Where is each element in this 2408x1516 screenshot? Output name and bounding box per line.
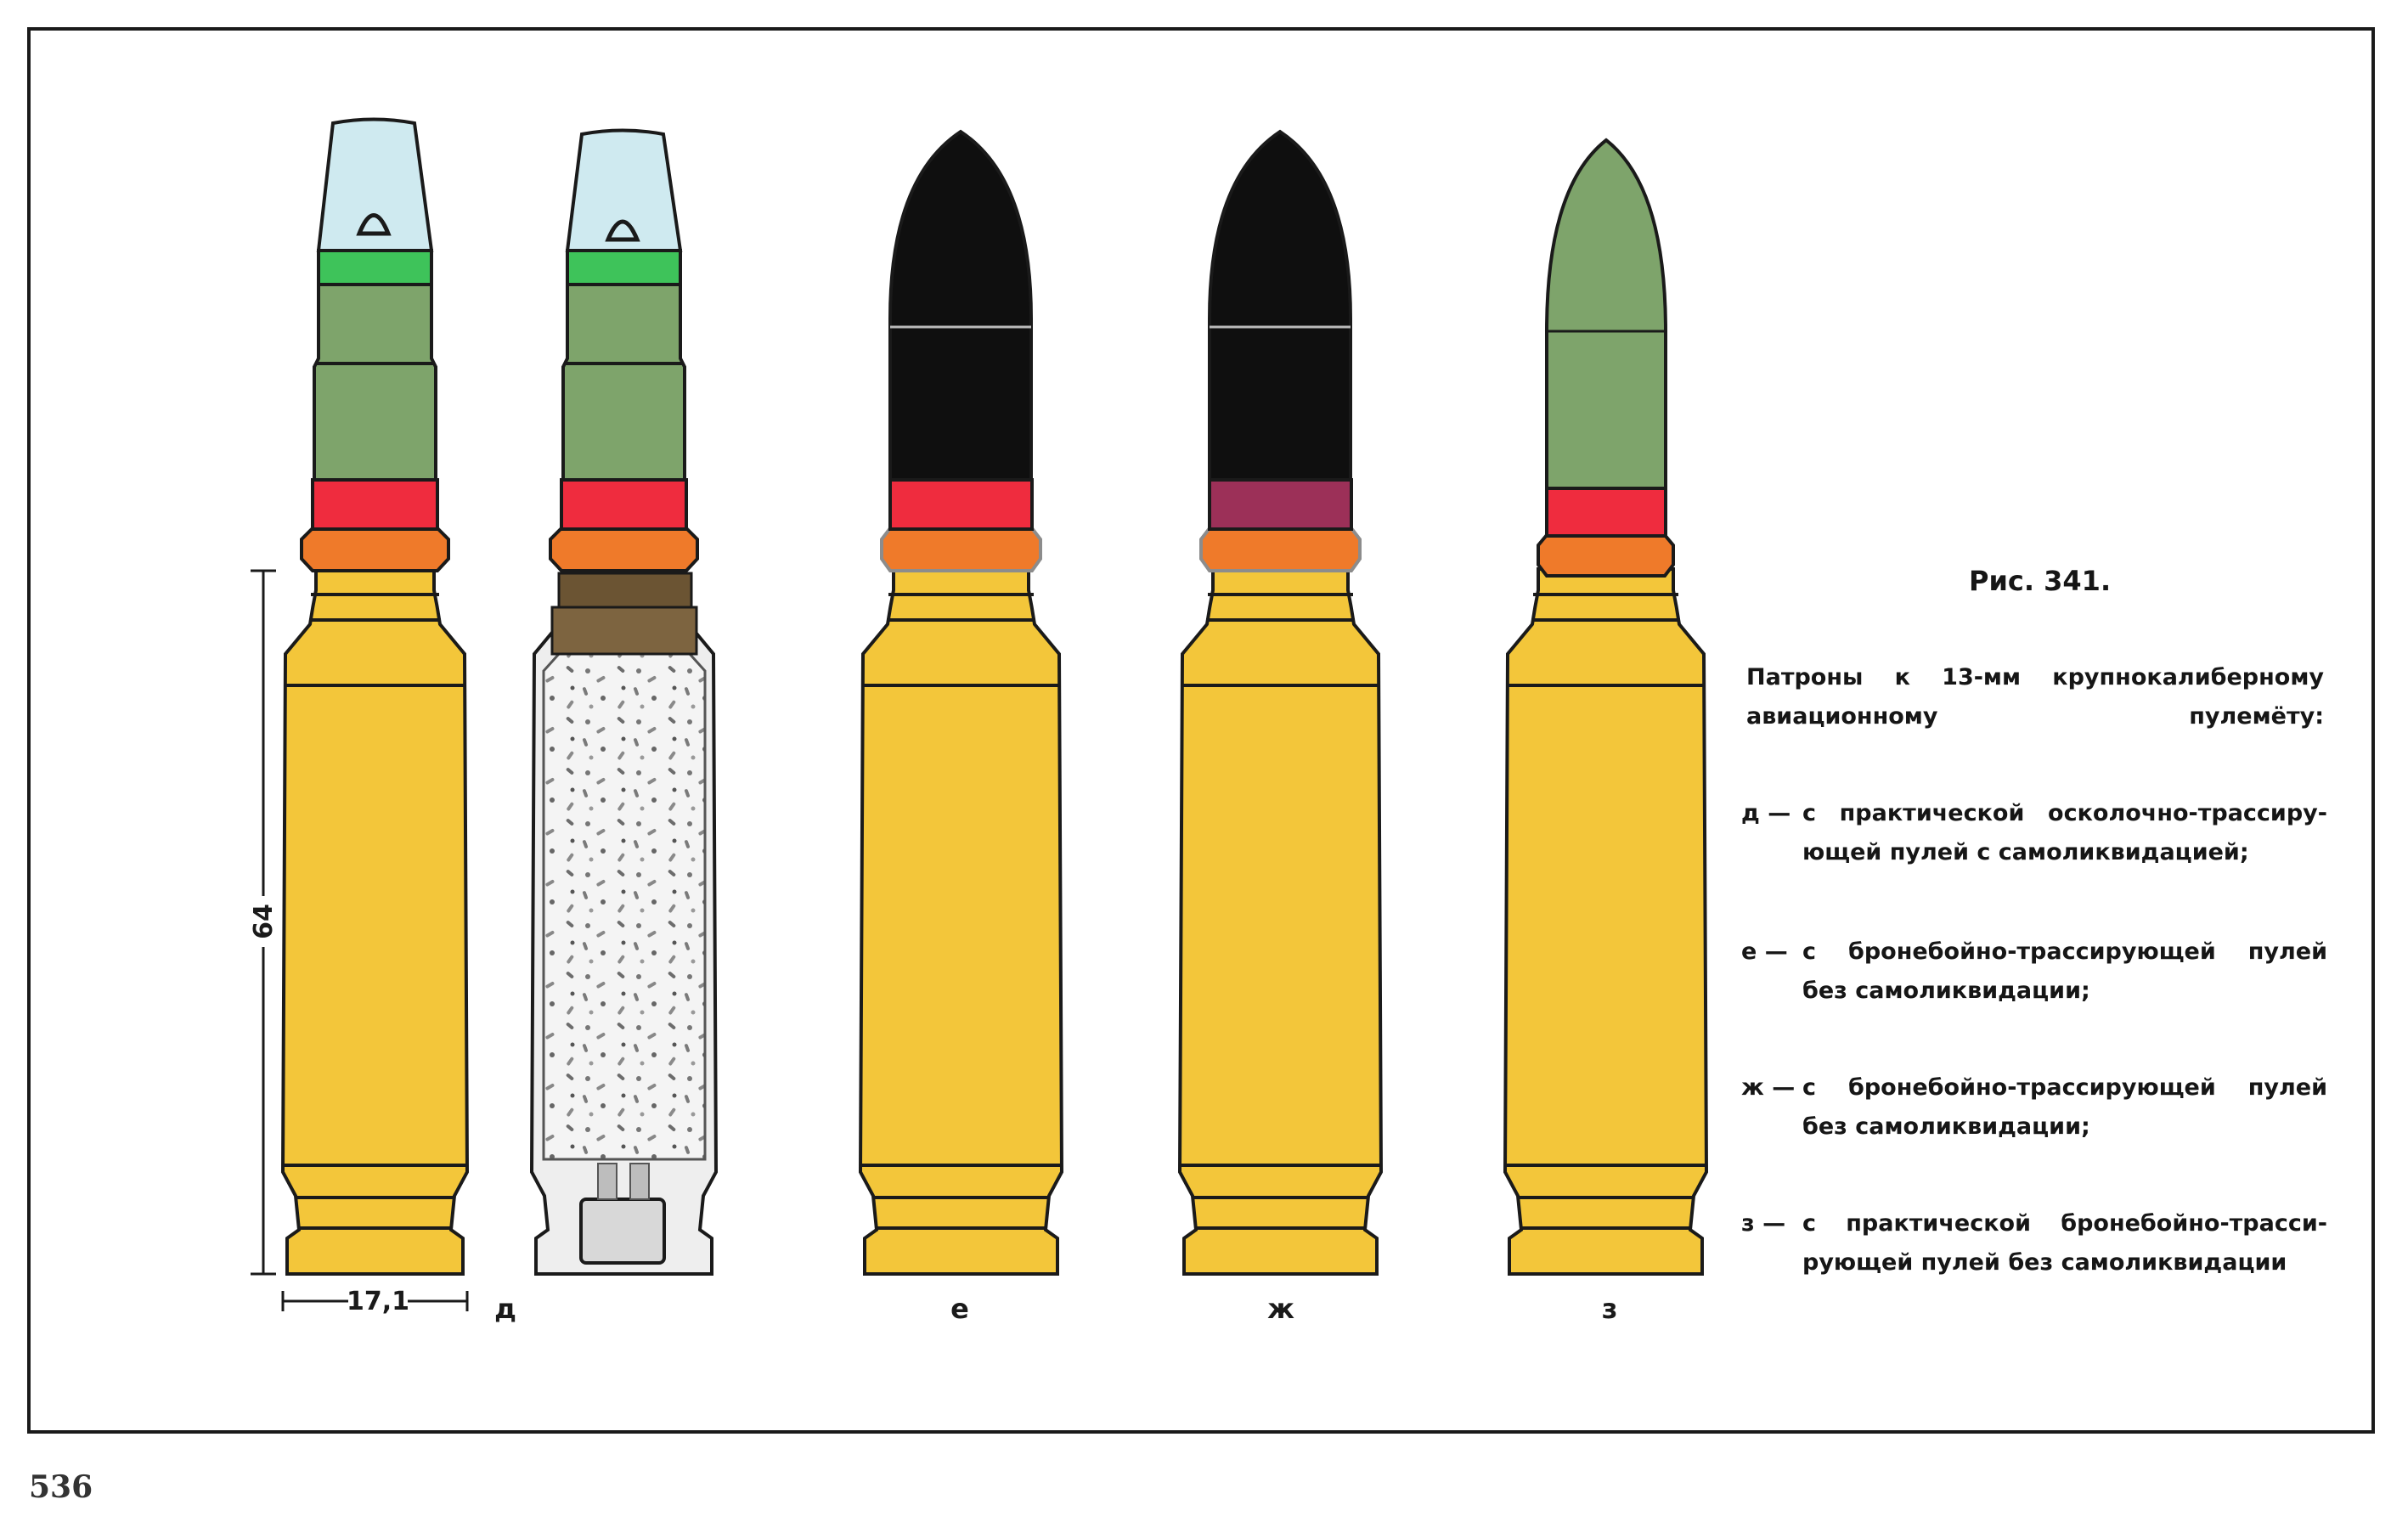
green-tip-z	[1545, 138, 1667, 490]
legend-line: с практической осколочно-трассиру-	[1802, 800, 2327, 826]
bullet-base-1	[557, 572, 693, 609]
red-band-2	[560, 478, 688, 531]
cartridge-zh	[1177, 129, 1384, 1276]
figure-frame	[27, 27, 2375, 1434]
tip-triangle	[356, 213, 392, 236]
legend-letter: е —	[1741, 938, 1788, 965]
width-label: 17,1	[347, 1287, 409, 1316]
height-label: 64	[249, 904, 279, 939]
legend-line: рующей пулей без самоликвидации	[1802, 1249, 2287, 1276]
legend-line: без самоликвидации;	[1802, 1113, 2090, 1140]
red-band	[311, 478, 439, 531]
case-e	[858, 567, 1064, 1276]
red-band-z	[1545, 487, 1667, 538]
orange-band-z	[1537, 533, 1675, 578]
black-tip-e	[888, 129, 1033, 482]
case-z	[1503, 567, 1709, 1276]
legend-letter: ж —	[1741, 1074, 1796, 1101]
legend-line: без самоликвидации;	[1802, 978, 2090, 1004]
powder-charge	[542, 652, 707, 1161]
cartridge-d	[280, 117, 470, 1276]
orange-band	[300, 527, 450, 572]
green-body	[313, 283, 437, 482]
light-blue-tip	[316, 117, 434, 252]
figure-caption: Патроны к 13-мм крупнокалиберному авиаци…	[1746, 664, 2324, 730]
case-zh	[1177, 567, 1384, 1276]
purple-band-zh	[1208, 478, 1353, 531]
black-tip-zh	[1208, 129, 1352, 482]
red-band-e	[888, 478, 1034, 531]
bright-green-band-2	[566, 249, 682, 286]
cartridge-letter-z: з	[1602, 1293, 1618, 1325]
cartridge-z	[1503, 138, 1709, 1276]
legend-line: с бронебойно-трассирующей пулей	[1802, 938, 2327, 965]
case	[280, 567, 470, 1276]
primer	[579, 1198, 666, 1265]
page-number: 536	[29, 1469, 93, 1505]
legend-letter: з —	[1741, 1210, 1786, 1237]
orange-band-e	[880, 527, 1042, 572]
light-blue-tip-2	[565, 128, 683, 252]
cartridge-cutaway	[529, 128, 719, 1276]
figure-number: Рис. 341.	[1969, 565, 2112, 597]
cartridge-letter-d: д	[494, 1293, 516, 1325]
green-body-2	[561, 283, 686, 482]
legend-line: с бронебойно-трассирующей пулей	[1802, 1074, 2327, 1101]
cartridge-letter-e: е	[950, 1293, 969, 1325]
cartridge-letter-zh: ж	[1267, 1293, 1294, 1325]
bright-green-band	[317, 249, 433, 286]
legend-letter: д —	[1741, 800, 1791, 826]
orange-band-2	[549, 527, 699, 572]
bullet-base-2	[550, 606, 698, 656]
cartridge-e	[858, 129, 1064, 1276]
orange-band-zh	[1199, 527, 1362, 572]
legend-line: с практической бронебойно-трасси-	[1802, 1210, 2327, 1237]
legend-line: ющей пулей с самоликвидацией;	[1802, 839, 2249, 865]
tip-triangle-2	[605, 219, 640, 242]
